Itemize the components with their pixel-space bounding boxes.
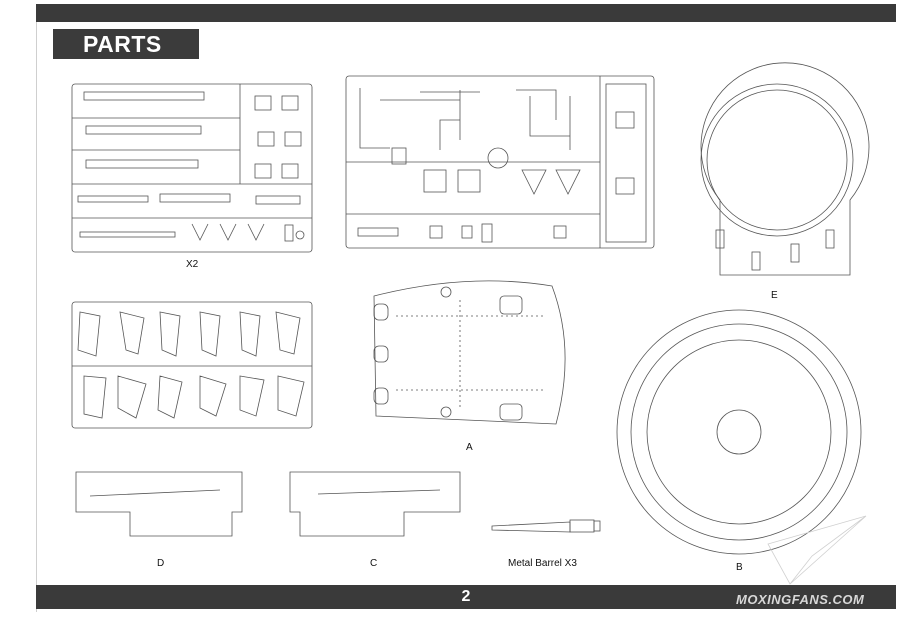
watermark: MOXINGFANS.COM xyxy=(736,592,865,607)
page-edge xyxy=(36,22,37,612)
metal-barrel xyxy=(491,519,601,533)
part-c-hull-side xyxy=(289,471,461,537)
top-bar xyxy=(36,4,896,22)
sprue-gun-barrels xyxy=(71,83,313,253)
footer-bar: 2 xyxy=(36,585,896,609)
sprue-quantity-label: X2 xyxy=(186,259,199,270)
paper-plane-logo xyxy=(767,515,867,585)
part-a-label: A xyxy=(466,442,473,453)
part-a-hull-deck xyxy=(373,280,566,425)
part-b-label: B xyxy=(736,562,743,573)
metal-barrel-label: Metal Barrel X3 xyxy=(508,558,577,569)
page-number: 2 xyxy=(461,588,471,605)
part-c-label: C xyxy=(370,558,378,569)
part-e-turret-ring xyxy=(700,62,870,276)
part-d-label: D xyxy=(157,558,165,569)
part-b-turret-base xyxy=(616,309,862,555)
part-e-label: E xyxy=(771,290,778,301)
sprue-armor-plates xyxy=(71,301,313,429)
sprue-details xyxy=(345,75,655,249)
part-d-hull-side xyxy=(75,471,243,537)
page-title: PARTS xyxy=(53,29,199,59)
